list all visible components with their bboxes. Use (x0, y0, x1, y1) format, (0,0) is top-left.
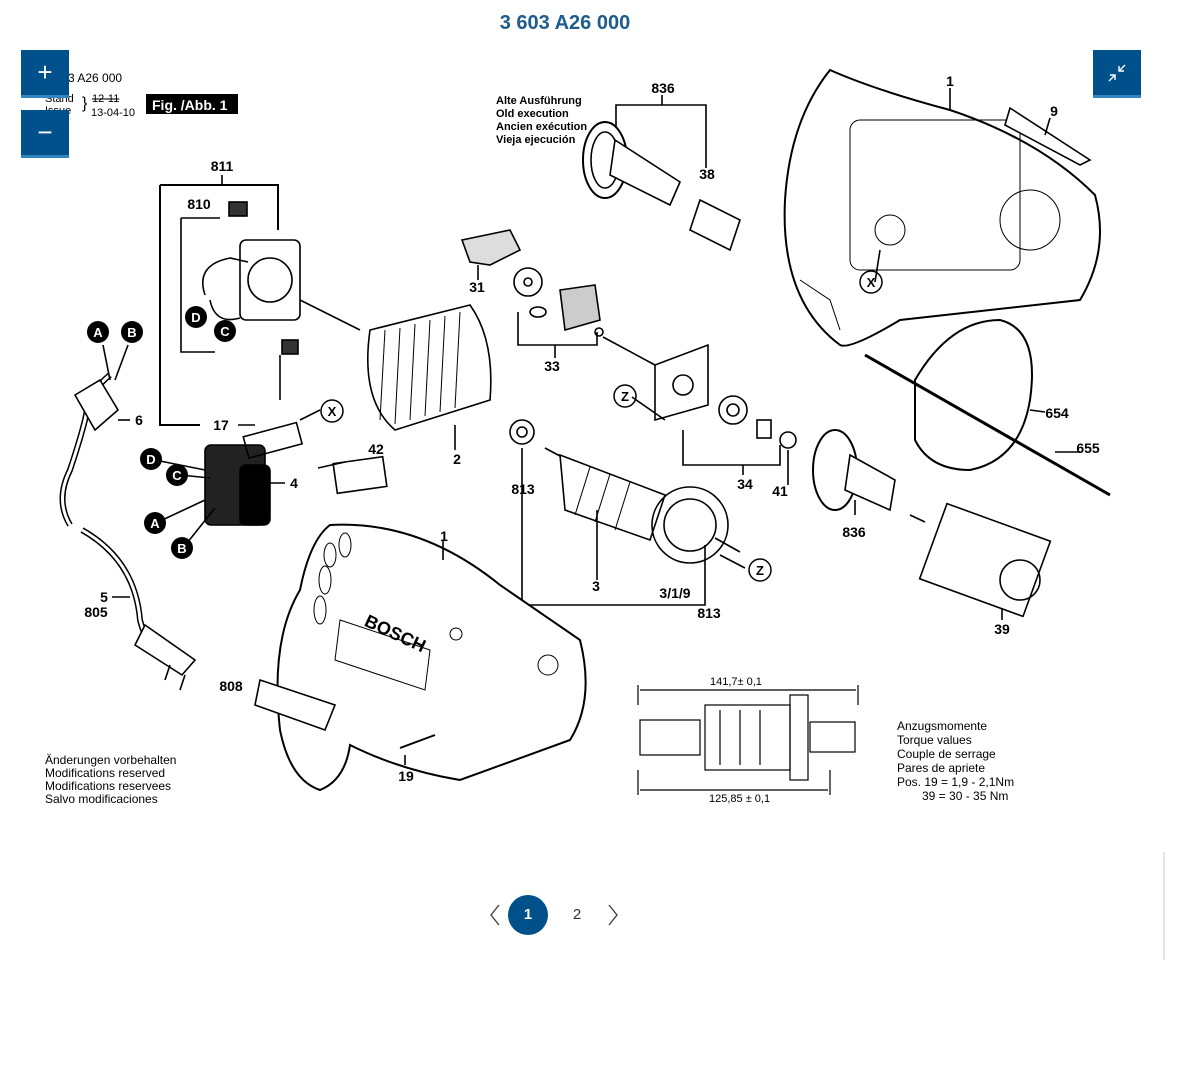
part-label-4: 4 (290, 475, 298, 491)
svg-text:Salvo modificaciones: Salvo modificaciones (45, 792, 158, 806)
part-label-810: 810 (187, 196, 211, 212)
part-label-1-bottom: 1 (440, 528, 448, 544)
zoom-in-button[interactable]: + (21, 50, 69, 98)
circle-label-a-switch: A (150, 516, 160, 531)
part-label-655: 655 (1076, 440, 1100, 456)
chevron-right-icon[interactable] (606, 903, 620, 927)
circle-label-b-cord: B (127, 325, 136, 340)
circle-label-d-switch: D (146, 452, 155, 467)
new-date: 13-04-10 (91, 107, 135, 119)
torque-values-note: Anzugsmomente Torque values Couple de se… (897, 719, 1014, 803)
part-label-813-left: 813 (511, 481, 535, 497)
svg-text:Pares de apriete: Pares de apriete (897, 761, 985, 775)
svg-text:Old execution: Old execution (496, 108, 569, 120)
minus-icon: − (37, 117, 53, 147)
pagination: 1 2 (480, 895, 630, 935)
circle-label-b-switch: B (177, 541, 186, 556)
svg-text:Pos. 19 = 1,9 - 2,1Nm: Pos. 19 = 1,9 - 2,1Nm (897, 775, 1014, 789)
part-label-654: 654 (1045, 405, 1069, 421)
circle-label-c-brush: C (220, 324, 230, 339)
circle-label-z-plate: Z (621, 389, 629, 404)
part-label-811: 811 (211, 158, 234, 174)
exploded-parts-drawing: BOSCH 3 A26 000 Stand Issue } 12-11 13-0… (45, 68, 1111, 806)
part-label-33: 33 (544, 358, 560, 374)
collapse-arrows-icon (1108, 64, 1126, 81)
part-label-31: 31 (469, 279, 485, 295)
part-label-813-right: 813 (697, 605, 721, 621)
circle-label-z-armature: Z (756, 563, 764, 578)
svg-text:Couple de serrage: Couple de serrage (897, 747, 996, 761)
page-1-button[interactable]: 1 (508, 895, 548, 935)
svg-text:Vieja ejecución: Vieja ejecución (496, 134, 576, 146)
part-label-38: 38 (699, 166, 715, 182)
dimension-top: 141,7± 0,1 (710, 676, 762, 688)
circle-label-x-right: X (867, 275, 876, 290)
old-execution-note: Alte Ausführung Old execution Ancien exé… (496, 95, 587, 146)
part-label-34: 34 (737, 476, 753, 492)
part-label-836-top: 836 (651, 80, 675, 96)
exit-fullscreen-button[interactable] (1093, 50, 1141, 98)
part-label-41: 41 (772, 483, 788, 499)
header-number: 3 A26 000 (68, 71, 122, 85)
plus-icon: + (37, 57, 53, 87)
svg-text:39 = 30 - 35 Nm: 39 = 30 - 35 Nm (922, 789, 1008, 803)
svg-text:Torque values: Torque values (897, 733, 972, 747)
part-label-808: 808 (219, 678, 243, 694)
part-label-5: 5 (100, 589, 108, 605)
brace: } (82, 95, 88, 112)
part-label-1-top: 1 (946, 73, 954, 89)
circle-label-d-brush: D (191, 310, 200, 325)
circle-label-c-switch: C (172, 468, 182, 483)
circle-label-a-cord: A (93, 325, 103, 340)
svg-text:Modifications reserved: Modifications reserved (45, 766, 165, 780)
part-label-9: 9 (1050, 103, 1058, 119)
dimension-bottom: 125,85 ± 0,1 (709, 793, 770, 805)
modifications-note: Änderungen vorbehalten Modifications res… (45, 753, 176, 806)
circle-label-x-left: X (328, 404, 337, 419)
svg-text:Alte Ausführung: Alte Ausführung (496, 95, 582, 107)
part-label-6: 6 (135, 412, 143, 428)
part-label-17: 17 (213, 417, 229, 433)
svg-text:Anzugsmomente: Anzugsmomente (897, 719, 987, 733)
fig-label: Fig. /Abb. 1 (152, 97, 228, 113)
svg-text:Modifications reservees: Modifications reservees (45, 779, 171, 793)
document-title: 3 603 A26 000 (499, 12, 631, 34)
part-label-39: 39 (994, 621, 1010, 637)
part-label-836-bottom: 836 (842, 524, 866, 540)
part-label-19: 19 (398, 768, 414, 784)
old-date: 12-11 (92, 93, 119, 105)
zoom-out-button[interactable]: − (21, 110, 69, 158)
part-label-42: 42 (368, 441, 384, 457)
part-label-3-1-9: 3/1/9 (659, 585, 690, 601)
part-label-3: 3 (592, 578, 600, 594)
part-label-805: 805 (84, 604, 108, 620)
page-2-button[interactable]: 2 (572, 906, 582, 923)
part-label-2: 2 (453, 451, 461, 467)
chevron-left-icon[interactable] (488, 903, 502, 927)
svg-text:Änderungen vorbehalten: Änderungen vorbehalten (45, 753, 176, 767)
scrollbar[interactable] (1163, 852, 1165, 960)
svg-text:Ancien exécution: Ancien exécution (496, 121, 587, 133)
